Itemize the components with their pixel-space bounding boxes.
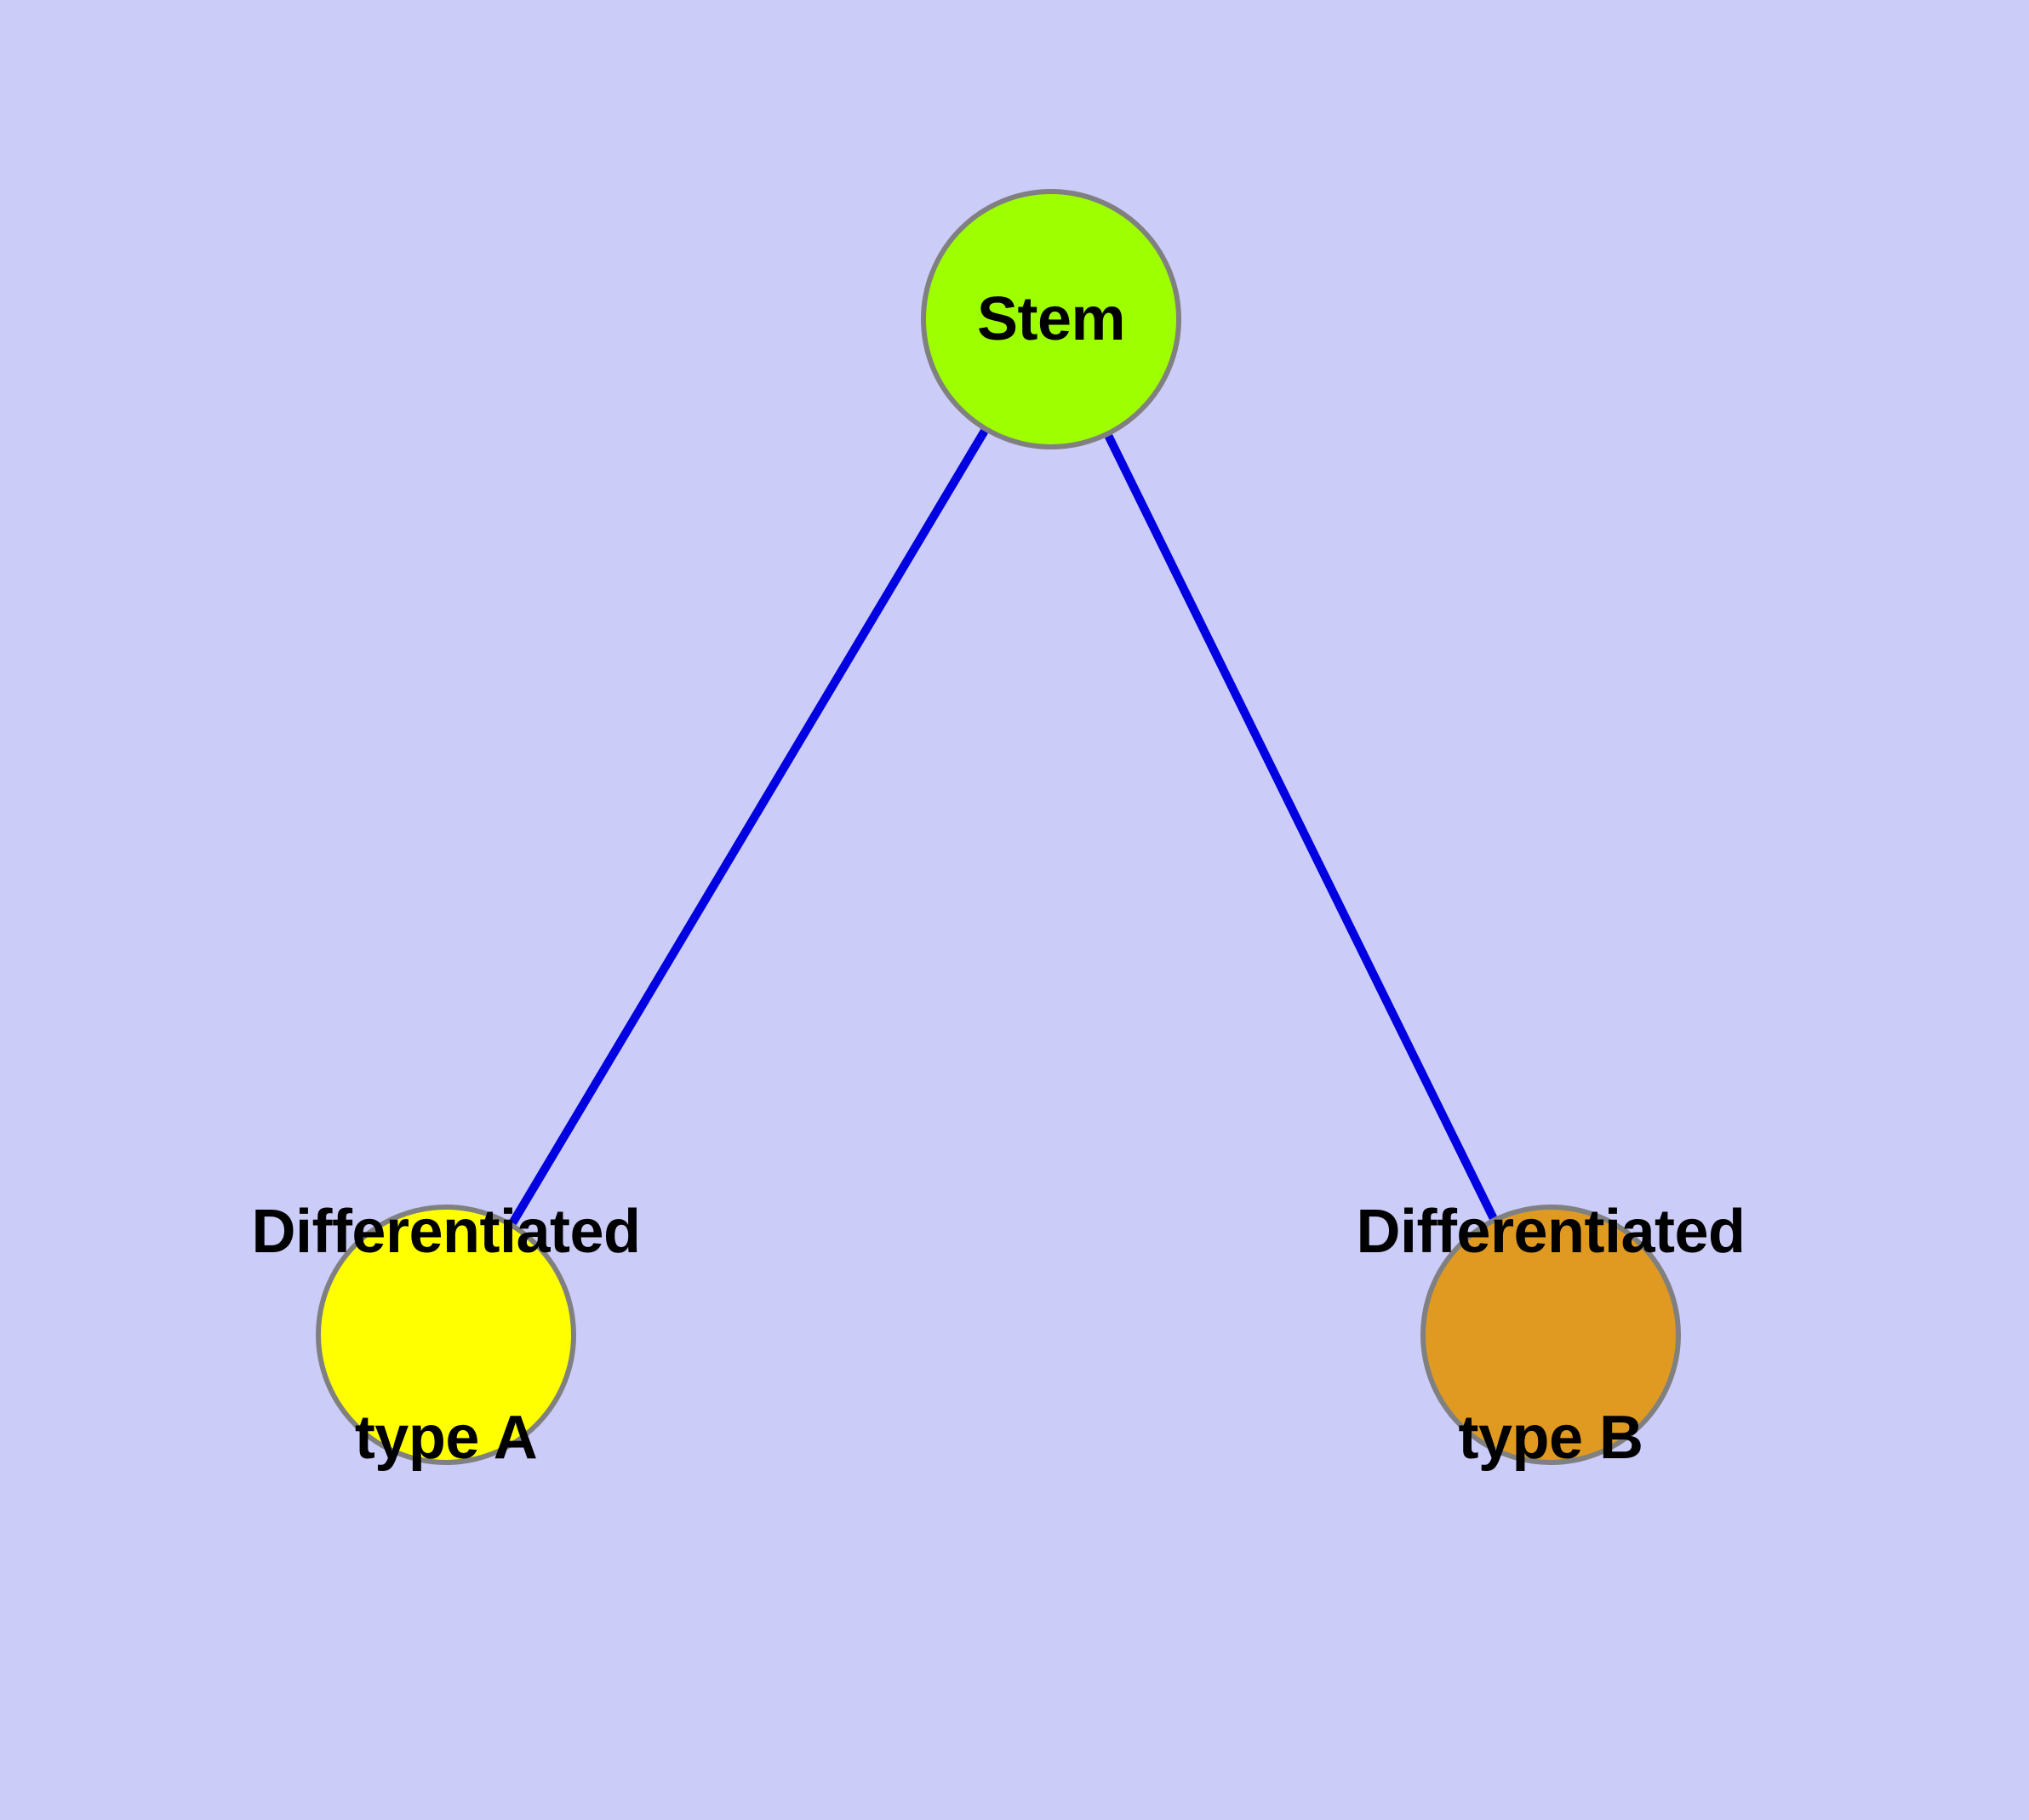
node-layer — [316, 189, 1681, 1465]
node-stem[interactable] — [921, 189, 1181, 449]
edge-stem-to-diff-a[interactable] — [509, 428, 988, 1226]
node-diff-a[interactable] — [316, 1205, 576, 1465]
node-diff-b[interactable] — [1420, 1205, 1681, 1465]
edge-layer — [509, 428, 1497, 1226]
edge-stem-to-diff-b[interactable] — [1105, 434, 1497, 1220]
